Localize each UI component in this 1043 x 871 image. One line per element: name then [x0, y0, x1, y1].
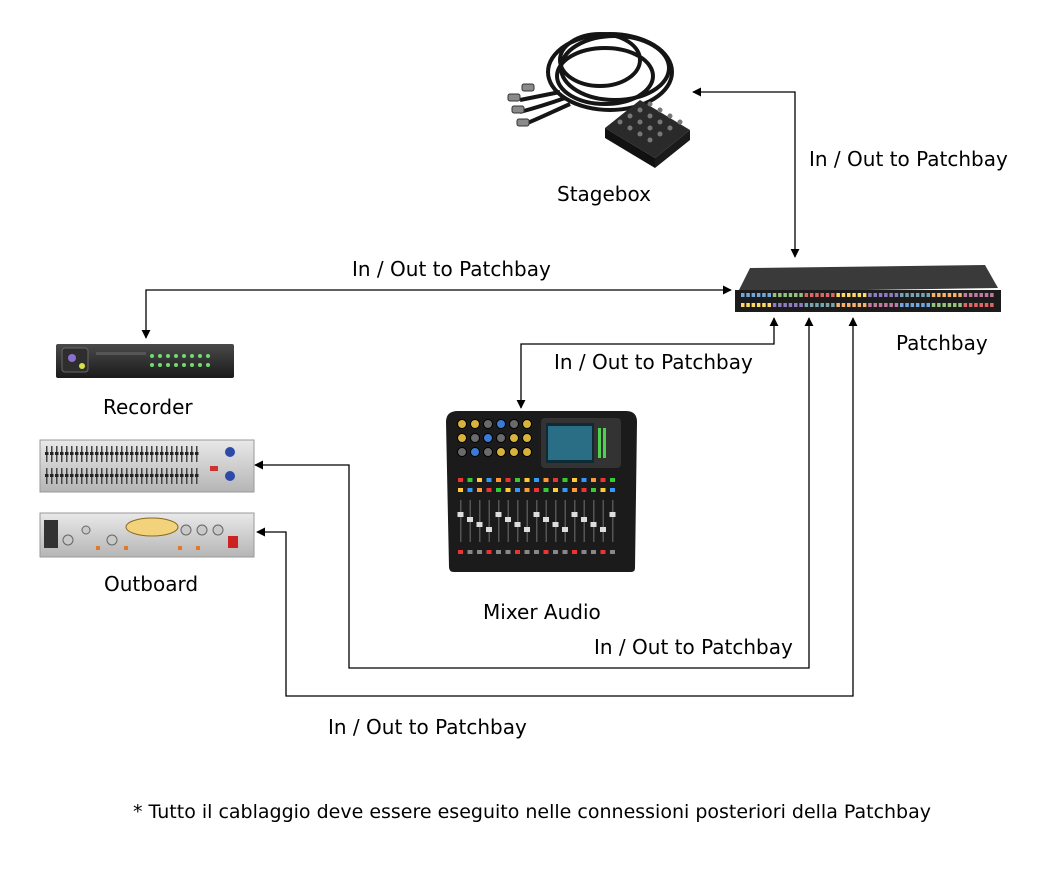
recorder-label: Recorder: [103, 395, 193, 419]
stagebox-link-line: [692, 87, 800, 258]
recorder-connection-label: In / Out to Patchbay: [352, 257, 551, 281]
patchbay-label: Patchbay: [896, 331, 988, 355]
connection-lines: [141, 87, 858, 697]
footnote: * Tutto il cablaggio deve essere eseguit…: [133, 801, 932, 823]
patchbay-image: [735, 265, 1001, 312]
outboard-bottom-connection-label: In / Out to Patchbay: [328, 715, 527, 739]
stagebox-image: [507, 32, 690, 168]
outboard-label: Outboard: [104, 572, 199, 596]
outboard-bottom-link-line: [256, 317, 858, 697]
stagebox-label: Stagebox: [557, 182, 651, 206]
mixer-label: Mixer Audio: [483, 600, 601, 624]
stagebox-connection-label: In / Out to Patchbay: [809, 147, 1008, 171]
mixer-connection-label: In / Out to Patchbay: [554, 350, 753, 374]
graphic-eq-image: [39, 439, 255, 493]
mixer-image: [446, 411, 637, 572]
recorder-link-line: [141, 285, 732, 339]
preamp-image: [39, 512, 255, 558]
outboard-top-connection-label: In / Out to Patchbay: [594, 635, 793, 659]
recorder-image: [56, 344, 234, 378]
